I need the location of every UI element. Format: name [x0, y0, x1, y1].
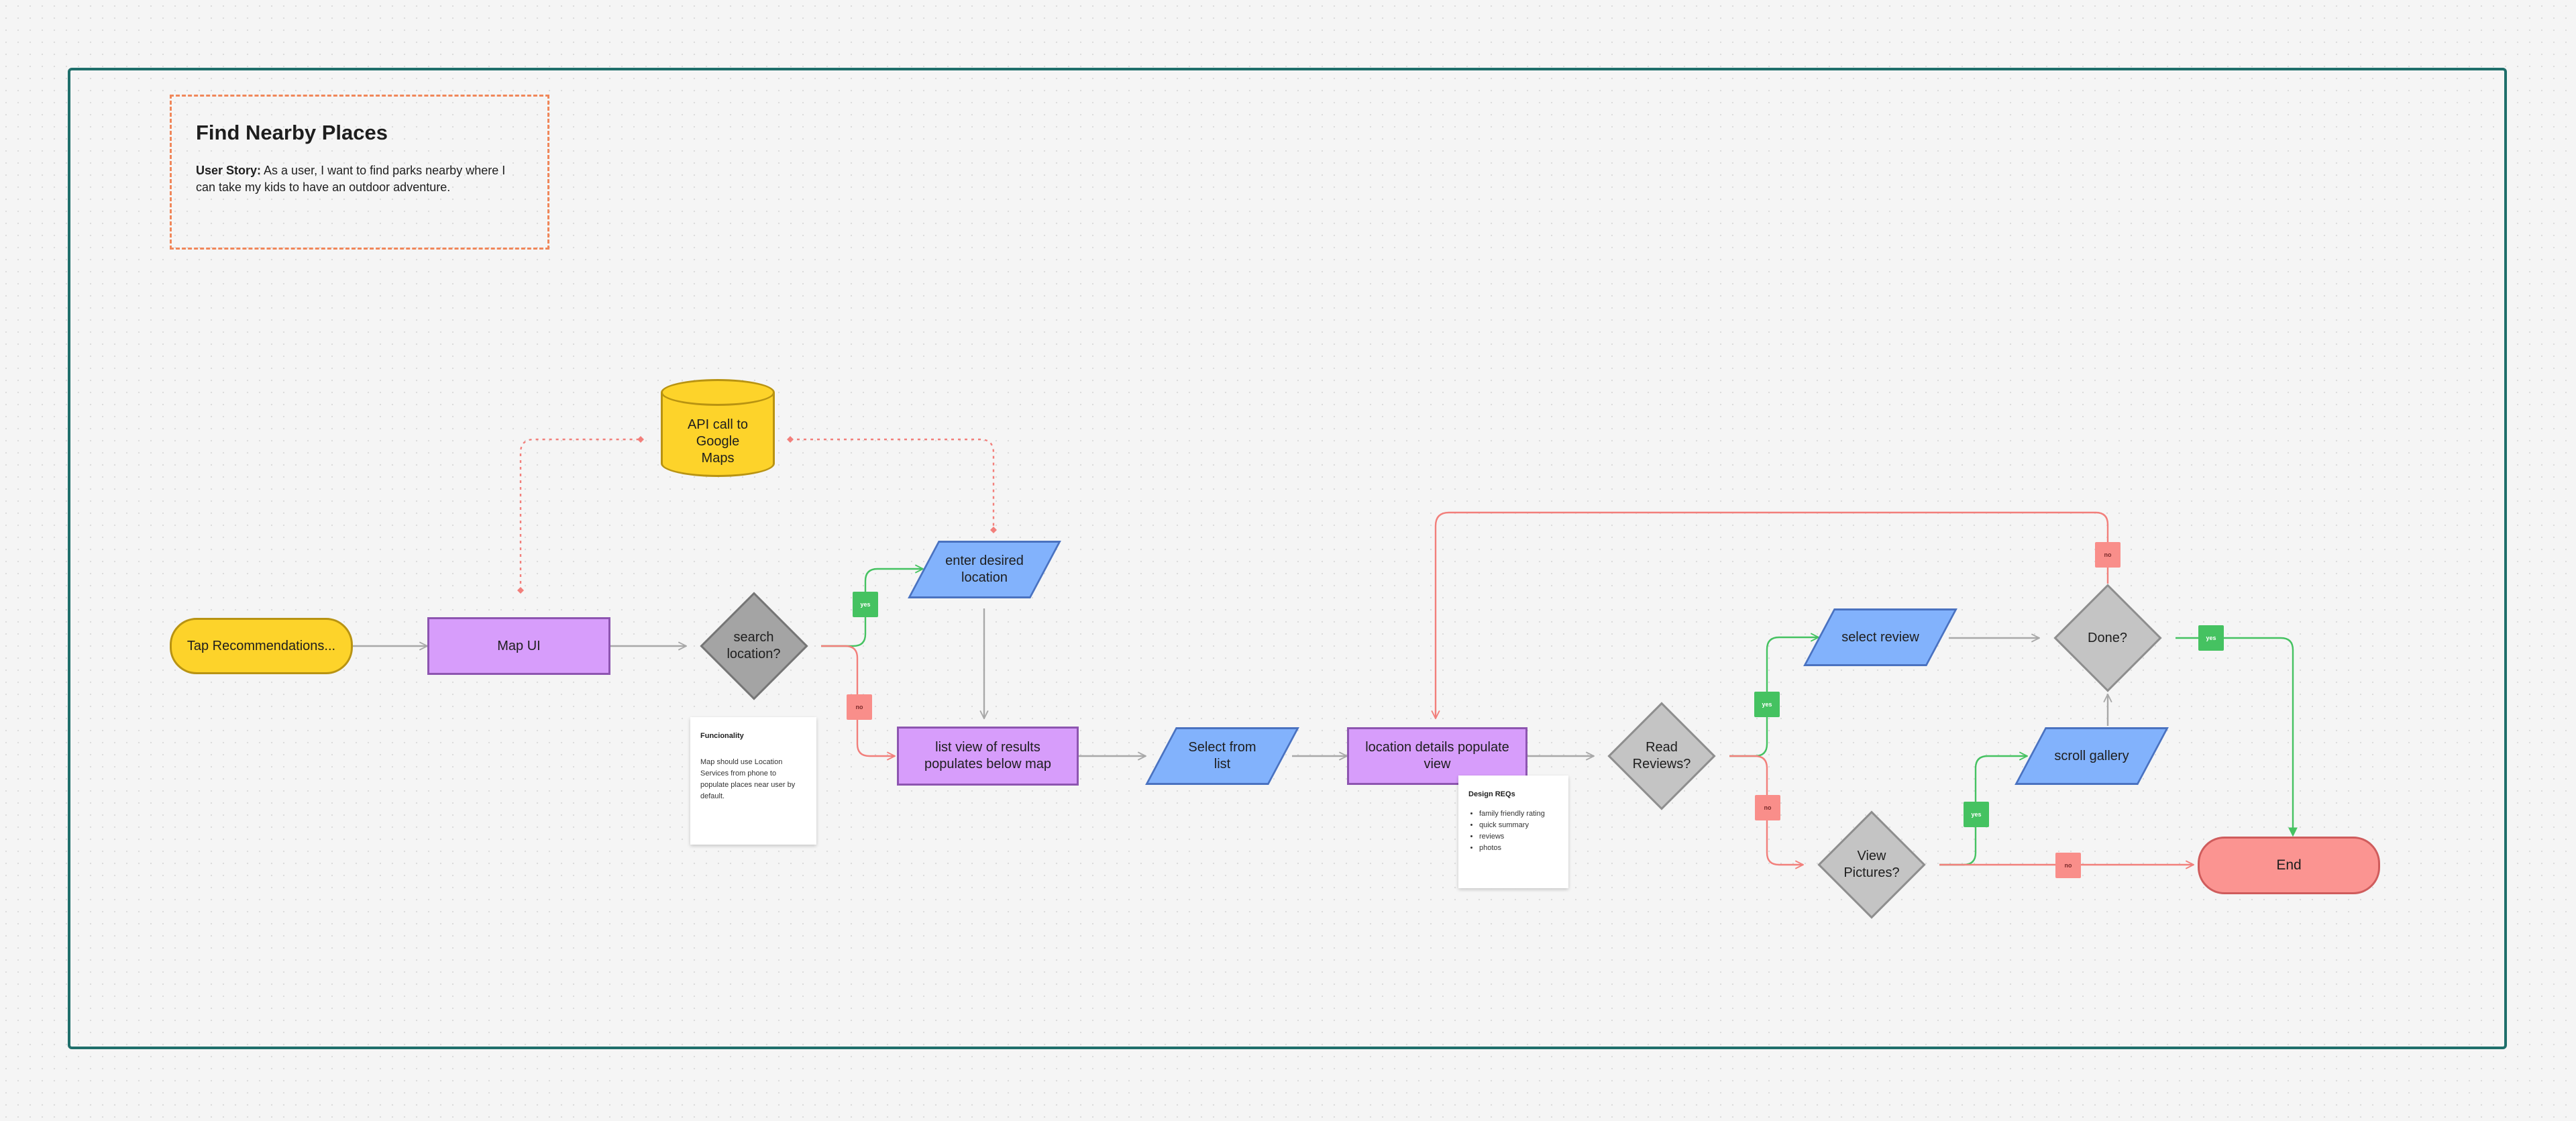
node-start[interactable]: Tap Recommendations... [170, 618, 353, 674]
node-scroll-gallery[interactable]: scroll gallery [2030, 727, 2153, 785]
node-read-reviews-label: Read Reviews? [1632, 740, 1691, 771]
node-list-view-label: list view of results populates below map [924, 740, 1051, 771]
design-reqs-list: family friendly rating quick summary rev… [1468, 808, 1558, 854]
node-map-ui[interactable]: Map UI [427, 617, 610, 675]
canvas-frame [68, 68, 2507, 1049]
node-select-review[interactable]: select review [1819, 608, 1942, 666]
node-end-label: End [2276, 857, 2302, 873]
node-map-ui-label: Map UI [497, 638, 541, 653]
node-select-from-list[interactable]: Select from list [1161, 727, 1284, 785]
node-search-location-label: search location? [727, 630, 781, 661]
node-scroll-gallery-label: scroll gallery [2054, 748, 2129, 763]
edge-api-map [517, 436, 644, 594]
yes-tag: yes [2198, 625, 2224, 651]
cylinder-body [661, 392, 775, 477]
node-view-pictures[interactable]: View Pictures? [1804, 810, 1939, 919]
edge-done-yes [2176, 637, 2298, 837]
node-done[interactable]: Done? [2039, 584, 2176, 692]
yes-tag: yes [1754, 692, 1780, 717]
no-tag: no [2095, 542, 2121, 568]
functionality-note-body: Map should use Location Services from ph… [700, 758, 796, 801]
yes-tag: yes [853, 592, 878, 617]
design-req-item: photos [1479, 843, 1558, 854]
node-view-pictures-label: View Pictures? [1843, 849, 1900, 880]
user-story-text: User Story: As a user, I want to find pa… [196, 162, 523, 196]
node-read-reviews[interactable]: Read Reviews? [1594, 702, 1729, 810]
node-location-details-label: location details populate view [1365, 740, 1509, 771]
design-req-item: quick summary [1479, 820, 1558, 831]
user-story-card: Find Nearby Places User Story: As a user… [170, 95, 549, 250]
user-story-label: User Story: [196, 164, 262, 177]
node-api-call-label: API call to Google Maps [687, 417, 749, 466]
page-title: Find Nearby Places [196, 121, 388, 144]
node-select-review-label: select review [1841, 629, 1919, 645]
no-tag: no [1755, 795, 1780, 820]
edge-api-enter [787, 436, 997, 533]
node-enter-location[interactable]: enter desired location [923, 541, 1046, 598]
no-tag: no [2055, 853, 2081, 878]
yes-tag: yes [1964, 802, 1989, 827]
node-api-call[interactable]: API call to Google Maps [661, 379, 775, 490]
node-end[interactable]: End [2198, 837, 2380, 894]
design-req-item: reviews [1479, 831, 1558, 843]
no-tag: no [847, 694, 872, 720]
functionality-note: Funcionality Map should use Location Ser… [690, 717, 816, 845]
node-search-location[interactable]: search location? [686, 592, 821, 700]
node-location-details[interactable]: location details populate view [1347, 727, 1527, 785]
cylinder-top [661, 379, 775, 406]
node-enter-location-label: enter desired location [945, 553, 1024, 585]
edge-done-no [1436, 511, 2109, 718]
design-req-item: family friendly rating [1479, 808, 1558, 820]
functionality-note-title: Funcionality [700, 732, 744, 740]
node-done-label: Done? [2088, 630, 2127, 645]
node-list-view[interactable]: list view of results populates below map [897, 727, 1079, 786]
design-reqs-note: Design REQs family friendly rating quick… [1458, 776, 1568, 888]
user-story-body: As a user, I want to find parks nearby w… [196, 164, 506, 195]
node-select-from-list-label: Select from list [1188, 740, 1256, 771]
node-start-label: Tap Recommendations... [186, 638, 336, 653]
design-reqs-note-title: Design REQs [1468, 790, 1515, 798]
